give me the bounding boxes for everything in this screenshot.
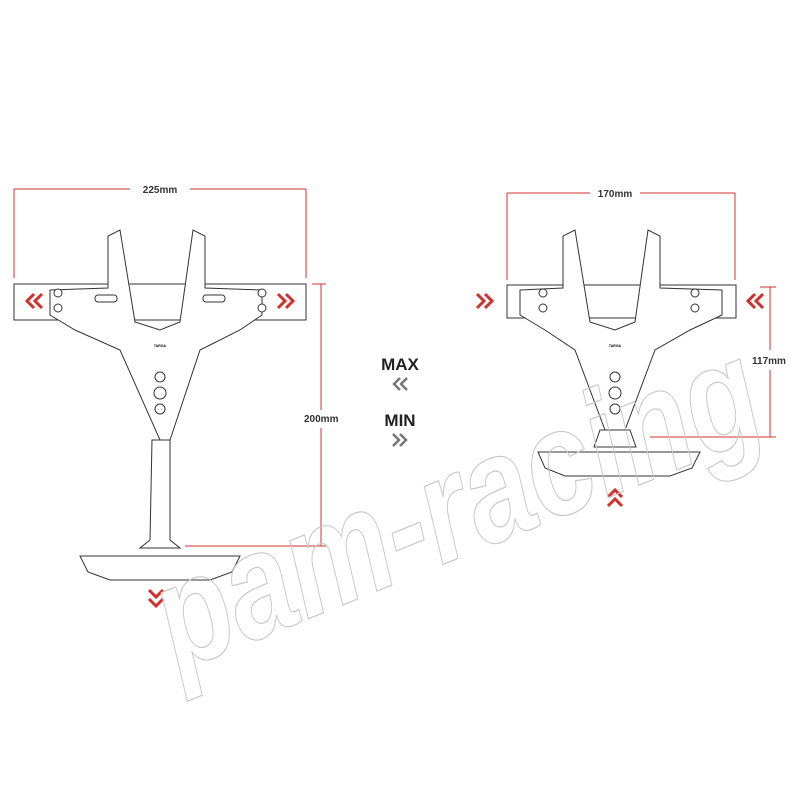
left-height-label: 200mm: [304, 414, 339, 425]
double-chevron-left-icon: [392, 377, 408, 391]
right-height-dimension: [650, 286, 776, 438]
left-width-dimension: [13, 188, 307, 278]
chevron-right-icon: [276, 292, 296, 310]
right-width-dimension: [506, 192, 736, 280]
right-bracket-body: [519, 229, 723, 431]
chevron-up-icon: [606, 487, 624, 508]
double-chevron-right-icon: [392, 433, 408, 447]
chevron-down-icon: [147, 588, 165, 609]
max-label: MAX: [381, 355, 419, 374]
right-height-label: 117mm: [752, 356, 786, 367]
left-height-dimension: [185, 283, 326, 547]
left-width-label: 225mm: [143, 185, 178, 196]
left-bracket-extended: 225mm 200mm TARGA: [13, 185, 339, 609]
left-bracket-body: [49, 229, 263, 441]
right-stem: [593, 429, 637, 448]
right-brand-mark: TARGA: [609, 344, 622, 348]
chevron-left-icon: [745, 292, 765, 310]
right-plate-holder: [537, 451, 701, 477]
right-bracket-retracted: 170mm 117mm TARGA: [475, 189, 786, 508]
right-width-label: 170mm: [598, 189, 633, 200]
chevron-left-icon: [24, 292, 44, 310]
left-stem: [138, 439, 182, 549]
chevron-right-icon: [475, 292, 495, 310]
left-plate-holder: [79, 555, 241, 581]
min-label: MIN: [384, 411, 415, 430]
left-brand-mark: TARGA: [154, 344, 167, 348]
watermark: pam-racing: [124, 306, 783, 703]
